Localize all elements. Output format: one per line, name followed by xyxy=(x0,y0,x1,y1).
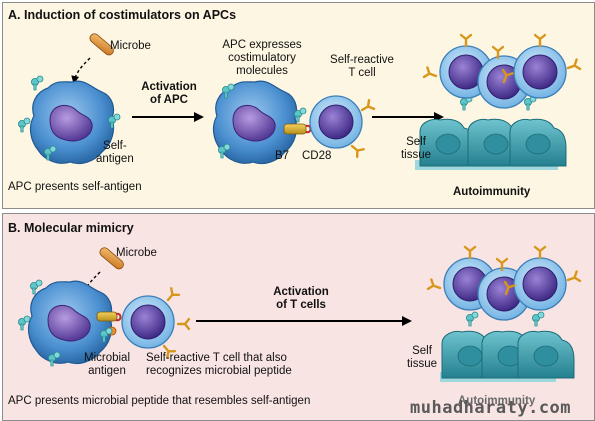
panel-b-title: B. Molecular mimicry xyxy=(8,221,134,235)
apc-expresses-label: APC expresses costimulatory molecules xyxy=(222,39,302,77)
t-cell-description: Self-reactive T cell that also recognize… xyxy=(146,352,292,377)
activation-of-apc-label: Activation of APC xyxy=(141,81,197,106)
self-reactive-t-cell-b-icon xyxy=(121,295,175,349)
b7-molecule xyxy=(283,123,307,135)
panel-a-title: A. Induction of costimulators on APCs xyxy=(8,8,237,22)
self-reactive-t-cell-label: Self-reactive T cell xyxy=(330,54,394,79)
panel-a-self-tissue-label: Self tissue xyxy=(400,136,432,161)
panel-b-outcome: Autoimmunity xyxy=(458,395,536,407)
activation-of-t-cells-label: Activation of T cells xyxy=(273,286,329,311)
microbial-antigen-label: Microbial antigen xyxy=(83,352,130,377)
panel-b-microbe-label: Microbe xyxy=(116,247,157,259)
panel-b-apc-caption: APC presents microbial peptide that rese… xyxy=(8,395,311,407)
panel-a-outcome: Autoimmunity xyxy=(453,186,531,198)
panel-a-microbe-label: Microbe xyxy=(110,40,151,52)
b7-label: B7 xyxy=(275,150,290,162)
watermark: muhadharaty.com xyxy=(410,398,572,418)
panel-b-self-tissue-label: Self tissue xyxy=(406,345,438,370)
microbe-b-icon xyxy=(99,247,124,270)
cd28-label: CD28 xyxy=(302,150,332,162)
panel-a-apc-caption: APC presents self-antigen xyxy=(8,181,142,193)
self-reactive-t-cell-a-icon xyxy=(309,95,363,149)
microbe-a-icon xyxy=(89,33,114,56)
self-antigen-label: Self- antigen xyxy=(96,140,134,165)
